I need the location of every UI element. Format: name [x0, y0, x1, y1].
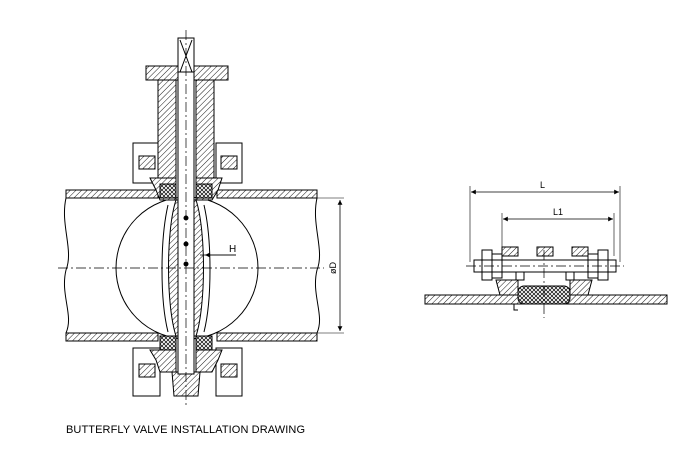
right-pipe-break-line	[315, 197, 321, 334]
upper-right-seal	[195, 183, 213, 199]
right-washer	[565, 271, 575, 281]
upper-left-seal	[159, 183, 177, 199]
lower-left-seal	[159, 335, 177, 351]
seal-lip	[513, 304, 518, 311]
drawing-caption: BUTTERFLY VALVE INSTALLATION DRAWING	[66, 424, 306, 436]
valve-section-view	[58, 30, 344, 405]
lower-right-seal	[195, 335, 213, 351]
right-pipe-top-wall	[216, 189, 318, 199]
bottom-left-bolt	[138, 363, 156, 378]
left-washer	[515, 271, 525, 281]
right-pipe-bottom-wall	[216, 332, 318, 342]
top-left-bolt	[138, 155, 156, 170]
top-right-bolt	[220, 155, 238, 170]
left-pipe-break-line	[64, 197, 70, 334]
bolt-flange-view	[424, 186, 668, 318]
d-dimension-label: øD	[328, 262, 338, 274]
nut-hatch-1	[501, 246, 519, 257]
disc-right-edge	[203, 204, 211, 333]
neck-left-wall	[157, 79, 177, 181]
neck-right-wall	[195, 79, 215, 181]
body-lower-right	[195, 349, 223, 373]
left-flange-block	[495, 279, 519, 296]
bottom-right-flange	[215, 347, 243, 397]
right-flange-block	[569, 279, 593, 296]
nut-hatch-3	[571, 246, 589, 257]
top-right-flange	[215, 142, 243, 184]
l-dimension-label: L	[540, 180, 545, 190]
right-outer-nut	[597, 249, 609, 281]
disc-left-edge	[161, 204, 169, 333]
left-pipe-bottom-wall	[65, 332, 159, 342]
l1-dimension-label: L1	[553, 207, 563, 217]
bottom-right-bolt	[220, 363, 238, 378]
nut-hatch-2	[536, 246, 554, 257]
left-pipe-top-wall	[65, 189, 159, 199]
h-dimension-label: H	[229, 244, 236, 255]
